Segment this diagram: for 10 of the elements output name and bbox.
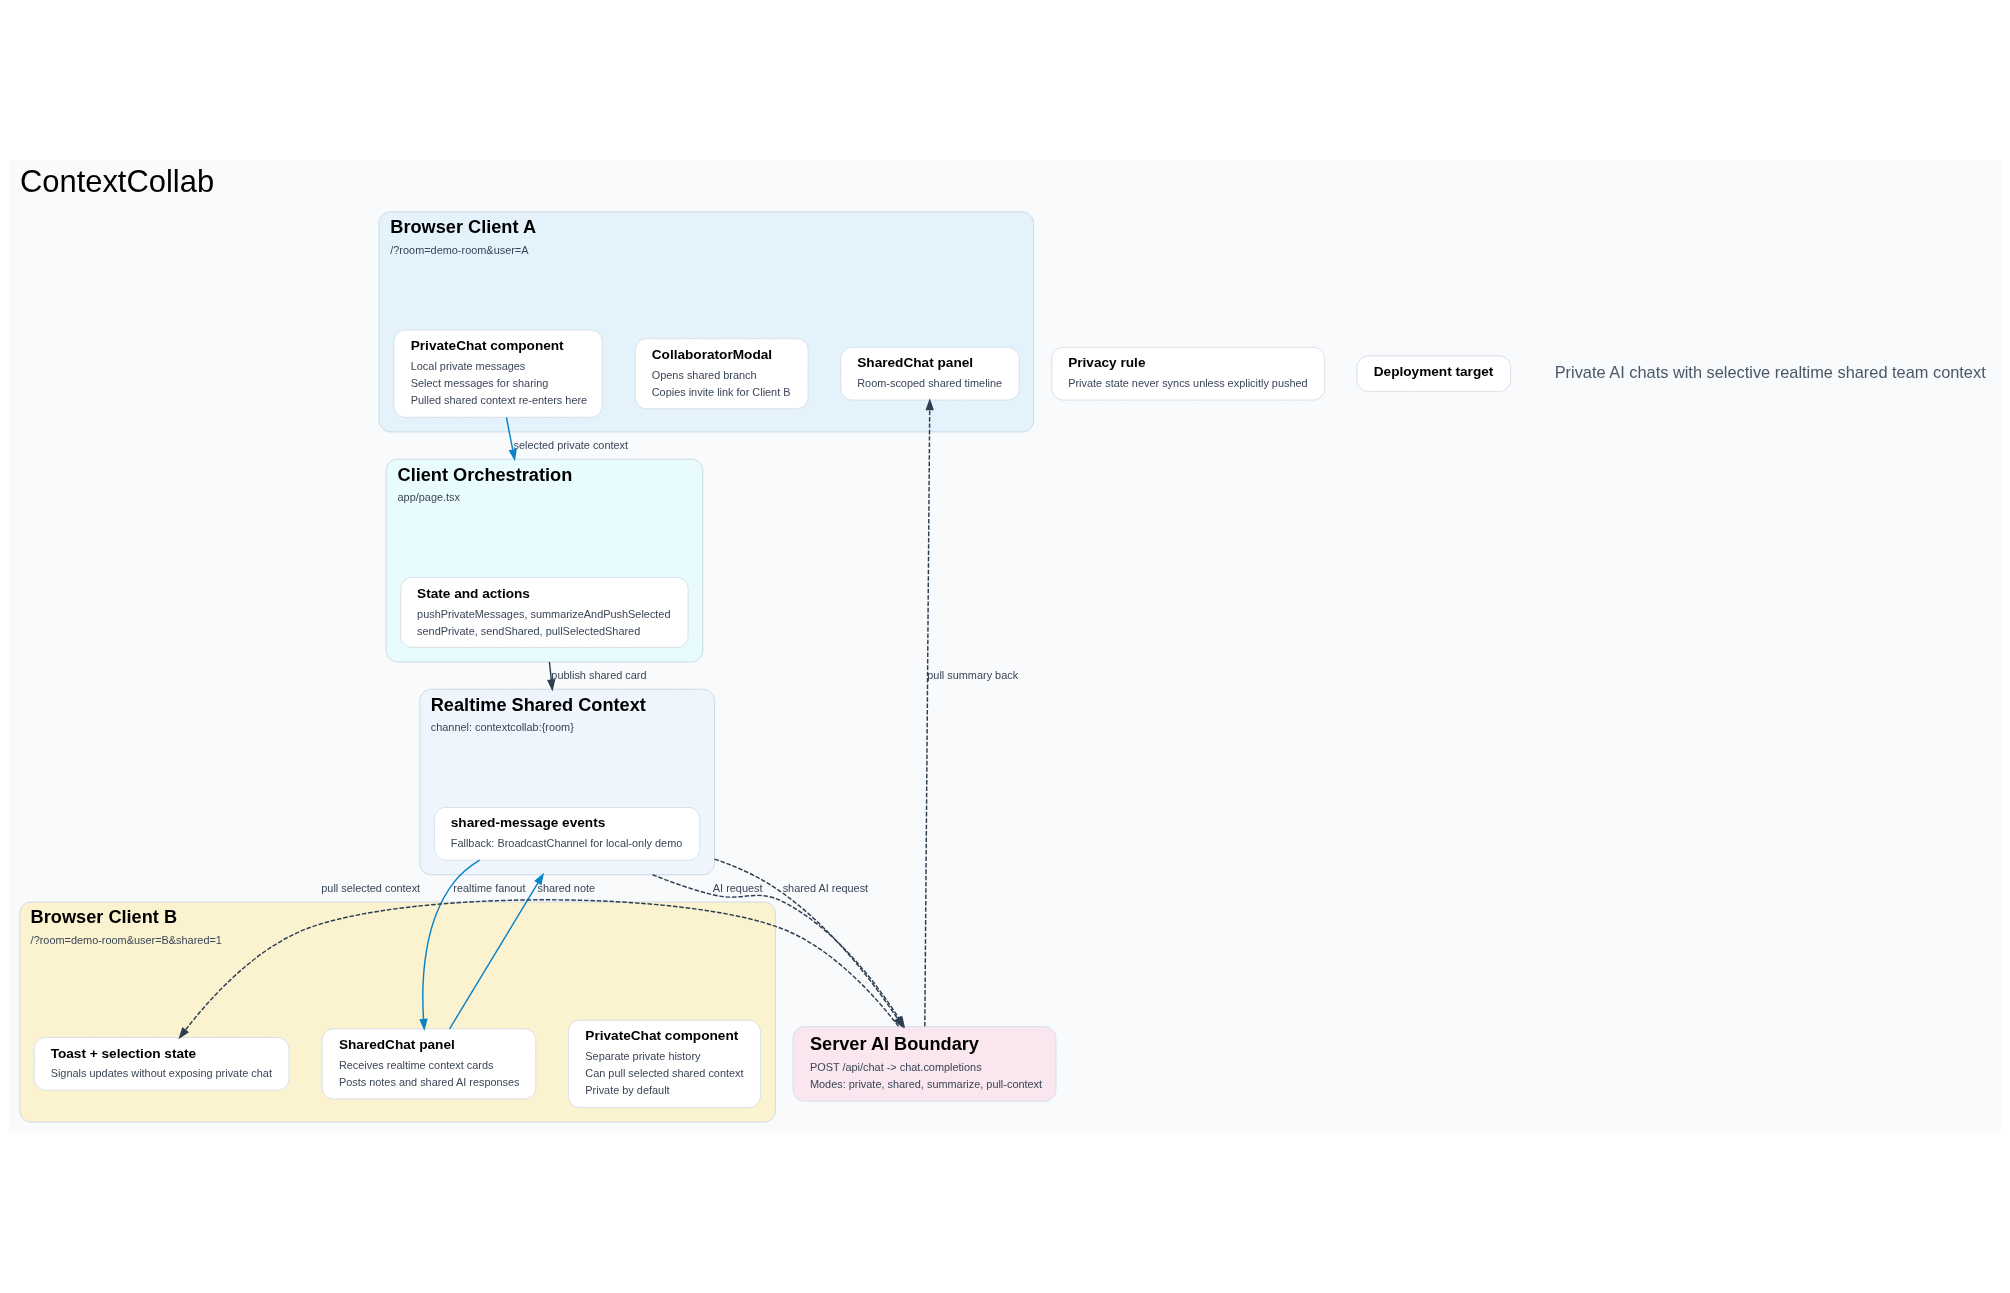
edge-label: shared AI request [782,881,869,894]
edge-label: pull selected context [321,881,421,894]
edge-label: AI request [712,881,763,894]
edge-label: selected private context [513,438,629,451]
edge-label: publish shared card [551,668,647,681]
diagram-title: ContextCollab [19,164,215,200]
edge-label: pull summary back [927,668,1019,681]
label: Private AI chats with selective realtime shared team context [1554,362,1986,381]
edge-label: realtime fanout [453,881,526,894]
edge-label: shared note [537,881,596,894]
